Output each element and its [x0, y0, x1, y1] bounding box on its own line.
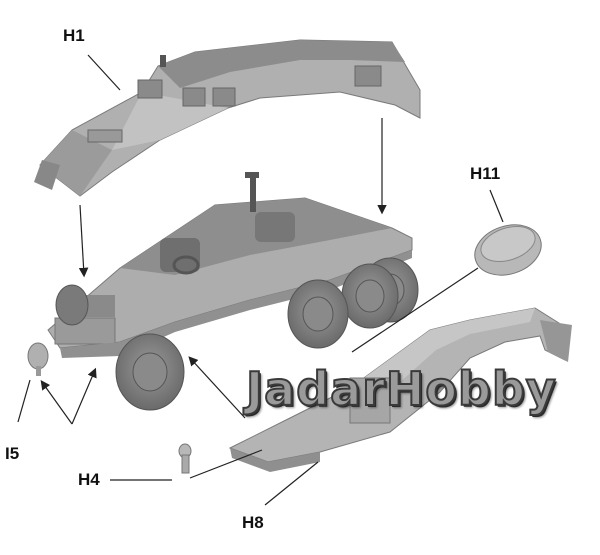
label-h1: H1	[63, 26, 85, 45]
label-i5: I5	[5, 444, 20, 463]
part-wheels	[55, 257, 419, 411]
part-h11-spare-wheel	[474, 224, 542, 276]
part-h8-lower-chassis	[228, 307, 572, 472]
part-main-hull	[47, 172, 413, 358]
part-h1-upper-hull	[34, 39, 421, 197]
leader-lines	[17, 54, 504, 506]
label-h11: H11	[470, 164, 501, 183]
label-h4: H4	[78, 470, 100, 489]
part-h4	[178, 443, 192, 474]
watermark-logo: JadarHobby	[245, 361, 557, 417]
part-i5	[27, 342, 49, 376]
label-h8: H8	[242, 513, 264, 532]
